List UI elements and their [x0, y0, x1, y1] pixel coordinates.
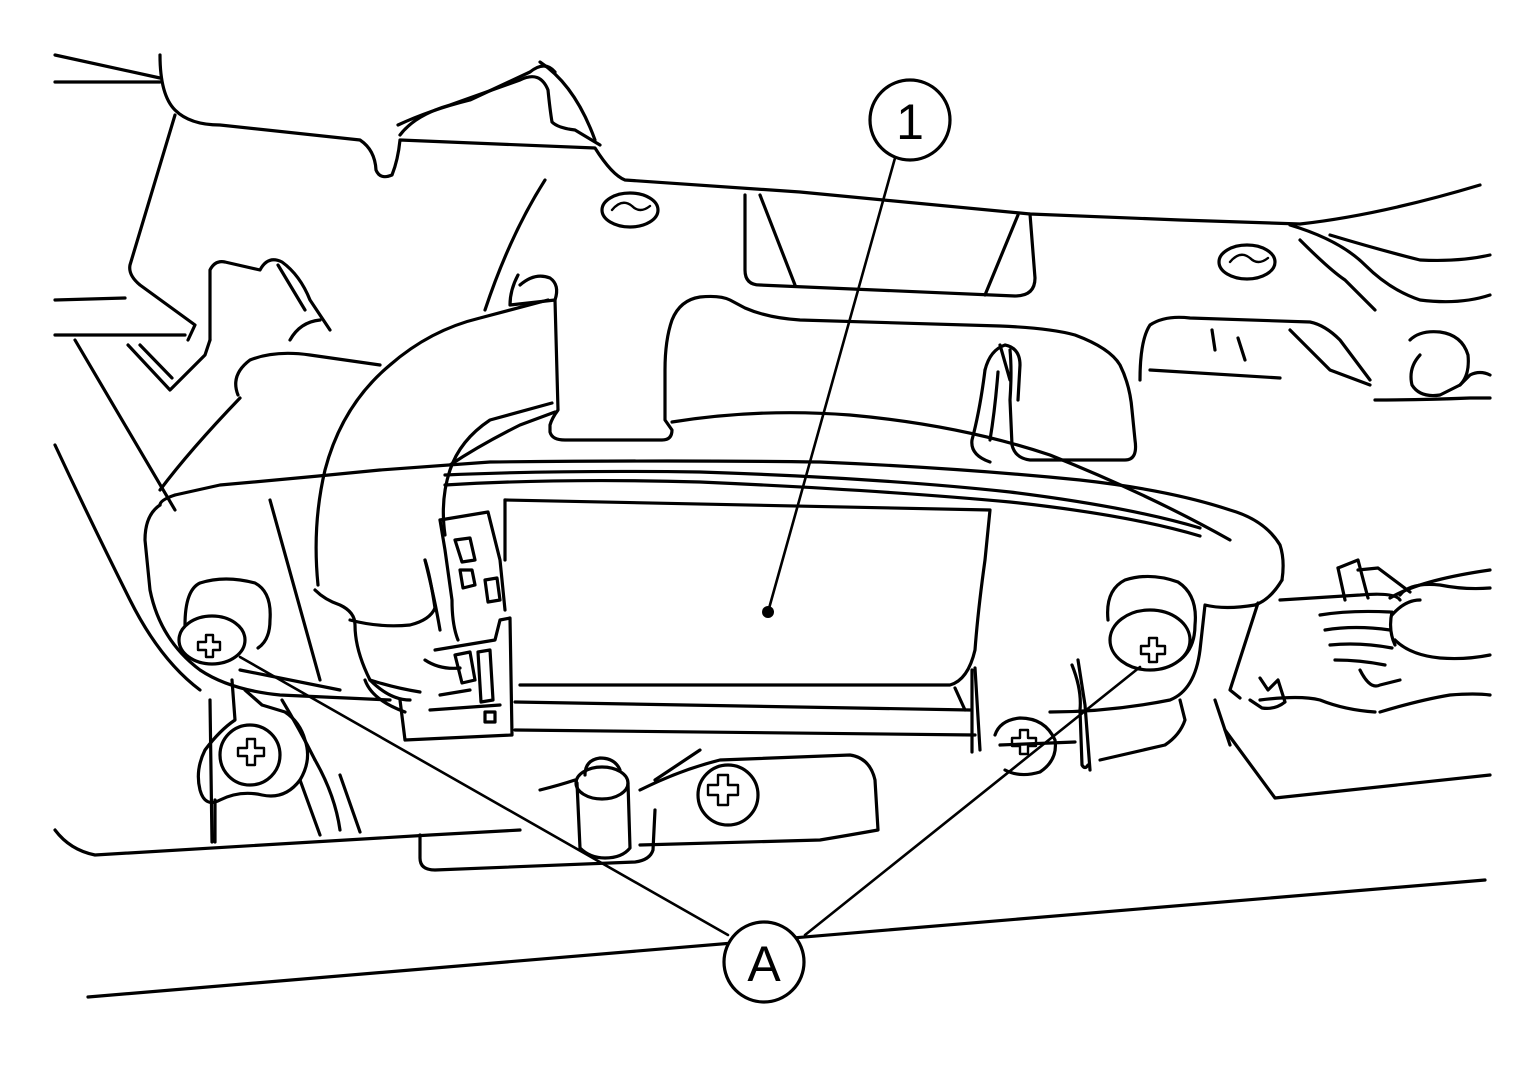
callout-1: 1	[868, 78, 952, 162]
callout-1-label: 1	[896, 94, 924, 150]
upper-dash-panel	[53, 53, 1492, 462]
harness-connector	[313, 298, 1492, 800]
leader-dot-1	[762, 606, 774, 618]
airbag-module	[143, 410, 1285, 872]
mounting-bolt-right	[1106, 574, 1197, 672]
callout-a: A	[722, 920, 806, 1004]
leader-lines	[238, 156, 1142, 937]
callout-a-label: A	[747, 936, 781, 992]
mounting-bolt-left	[177, 577, 272, 666]
left-structure	[53, 258, 522, 857]
